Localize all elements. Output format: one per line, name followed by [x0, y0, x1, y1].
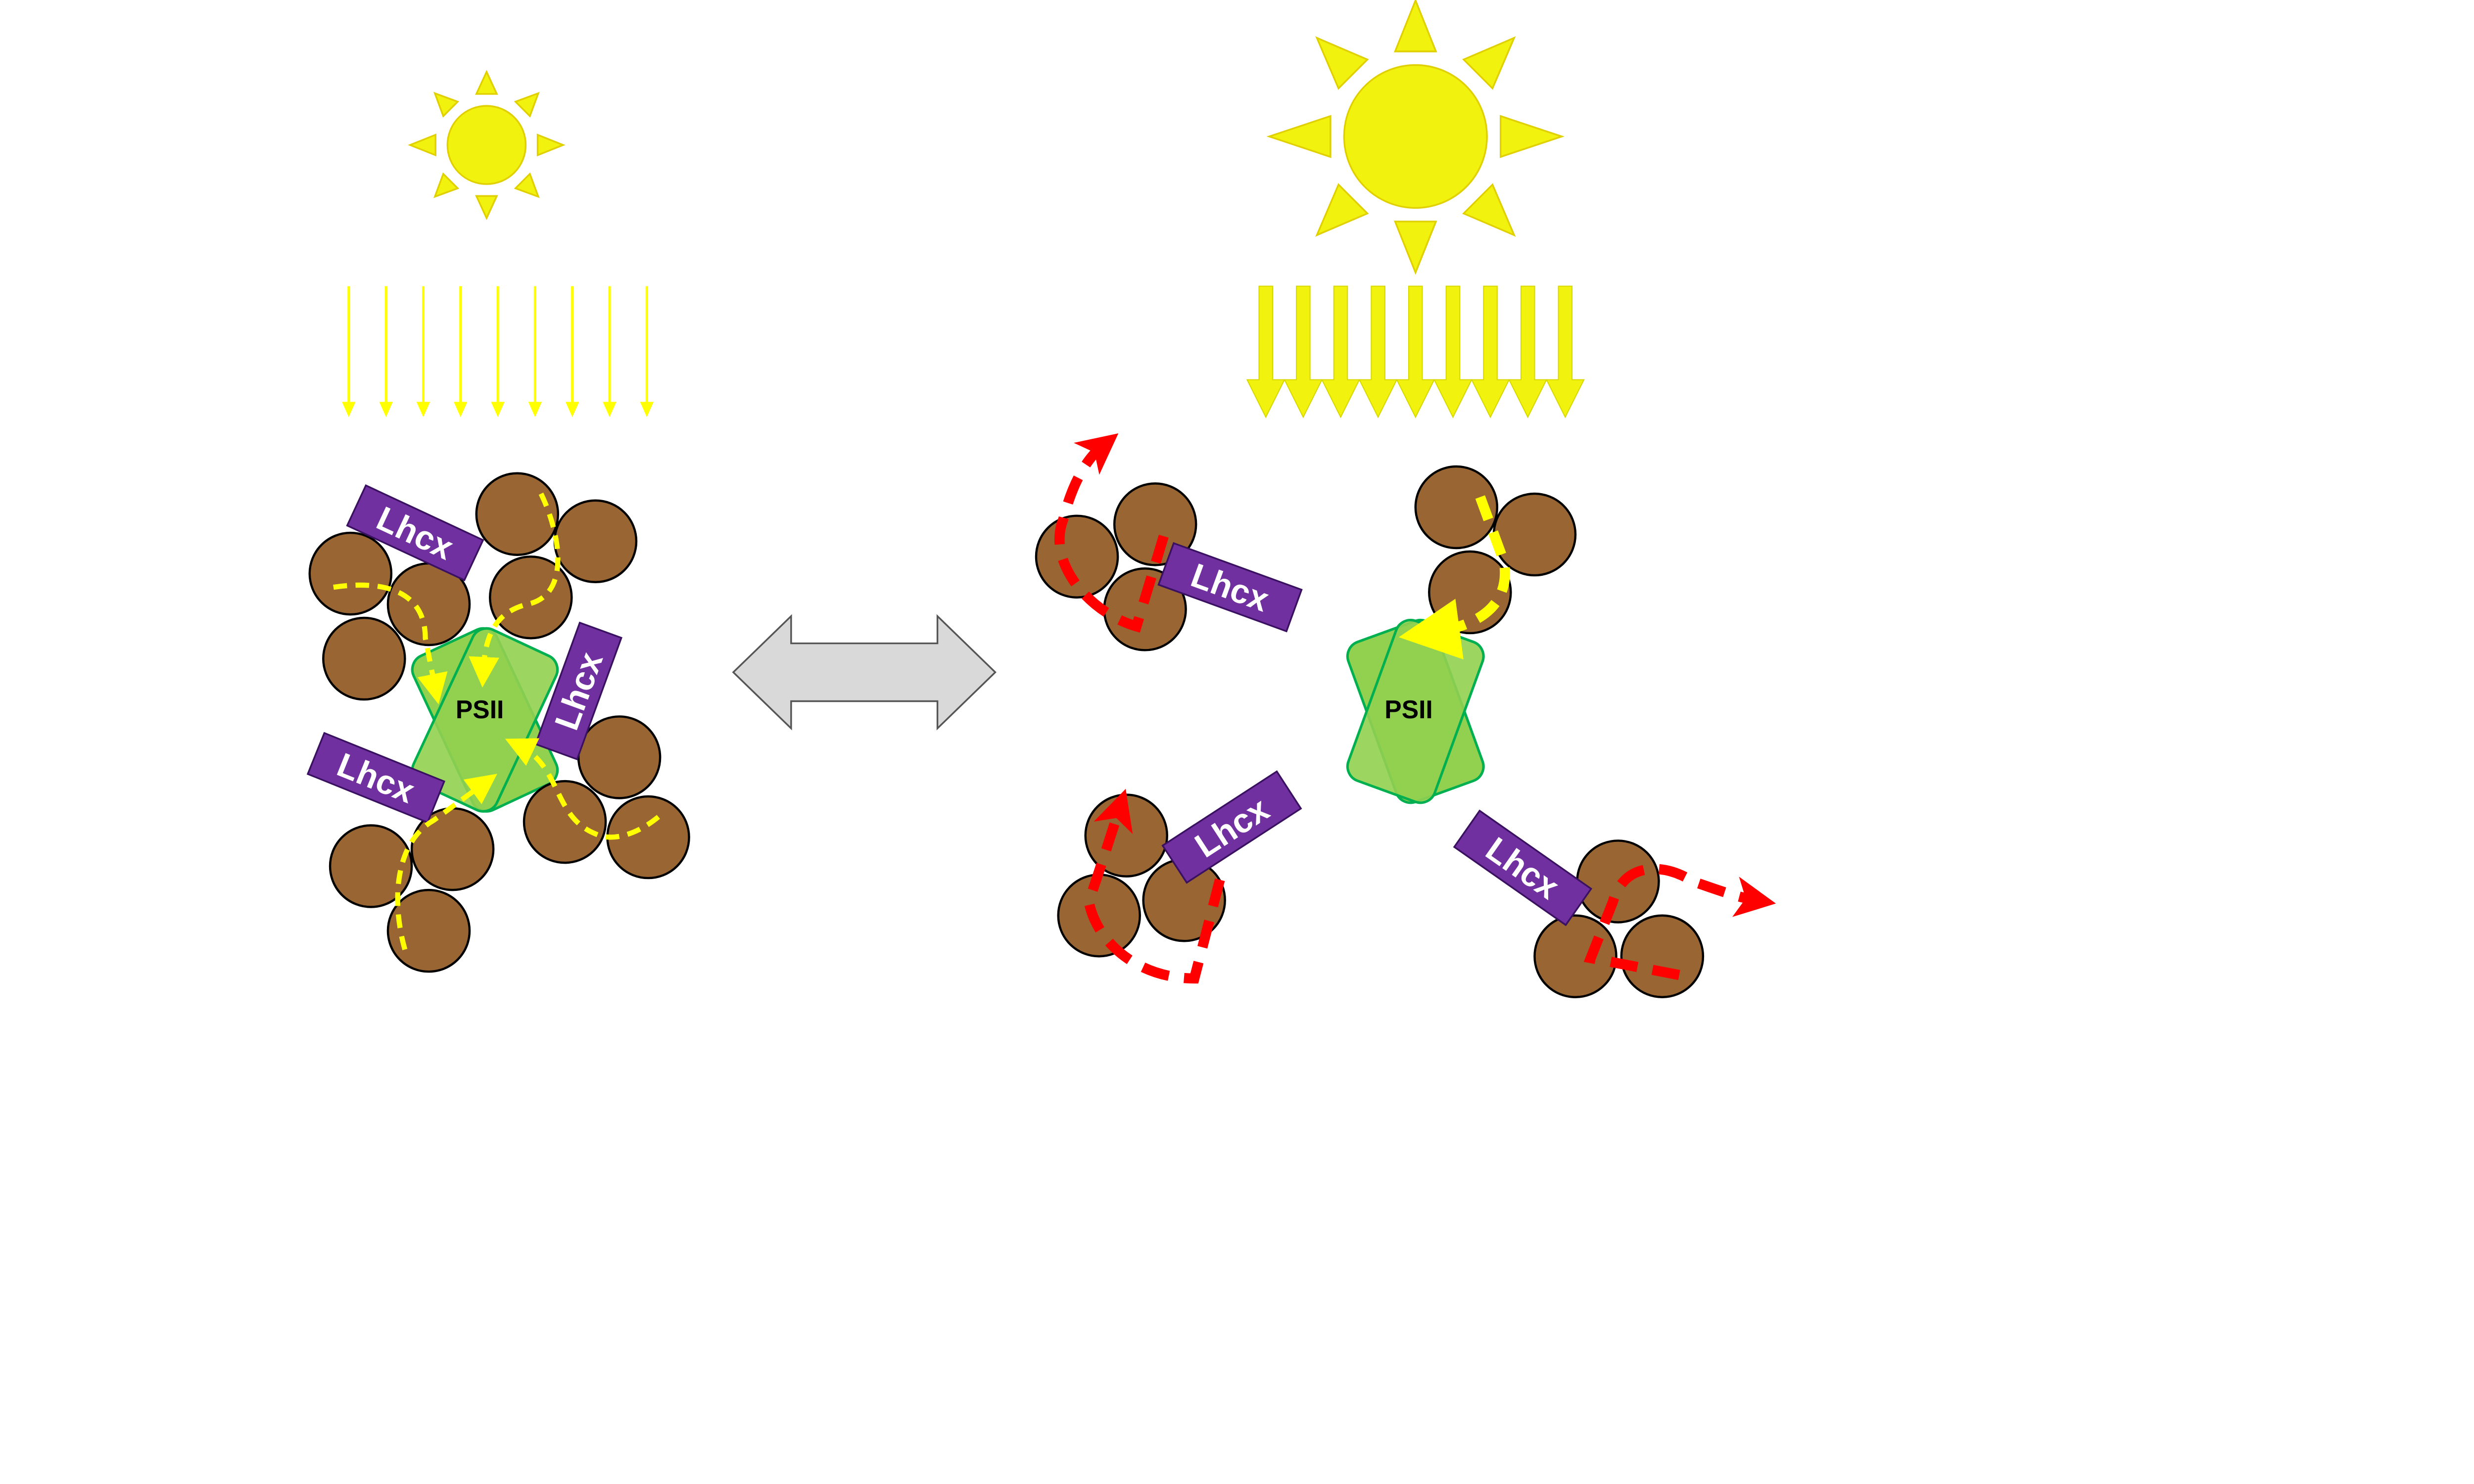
light-ray-head [342, 402, 356, 417]
strong-light-ray [1358, 285, 1398, 418]
strong-light-ray [1246, 285, 1285, 418]
light-ray-head [528, 402, 542, 417]
strong-light-ray [1545, 285, 1585, 418]
strong-light-ray [1471, 285, 1510, 418]
energy-transfer-paths-left [333, 492, 660, 950]
pigments-left [308, 472, 690, 973]
light-ray-head [640, 402, 654, 417]
light-ray-head [565, 402, 579, 417]
sun-icon-small [408, 70, 566, 221]
light-ray-head [491, 402, 505, 417]
lhcx-right-3: Lhcx [1453, 809, 1593, 927]
strong-light-ray [1321, 285, 1360, 418]
low-light-arrows [342, 286, 654, 417]
strong-light-ray [1508, 285, 1548, 418]
strong-light-ray [1284, 285, 1323, 418]
sun-icon-large [1266, 0, 1565, 275]
energy-transfer-path-right [1398, 495, 1510, 660]
light-ray-head [603, 402, 617, 417]
strong-light-ray [1396, 285, 1435, 418]
strong-light-ray [1433, 285, 1473, 418]
psii-label: PSII [456, 695, 504, 724]
light-ray-head [379, 402, 393, 417]
light-ray-head [454, 402, 468, 417]
light-ray-head [416, 402, 430, 417]
double-arrow [732, 614, 997, 731]
heat-dissipation-paths [1054, 433, 1776, 984]
high-light-arrows [1246, 285, 1585, 418]
lhcx-right-2: Lhcx [1161, 770, 1302, 884]
psii-right: PSII [1346, 618, 1485, 804]
psii-label: PSII [1384, 695, 1432, 724]
